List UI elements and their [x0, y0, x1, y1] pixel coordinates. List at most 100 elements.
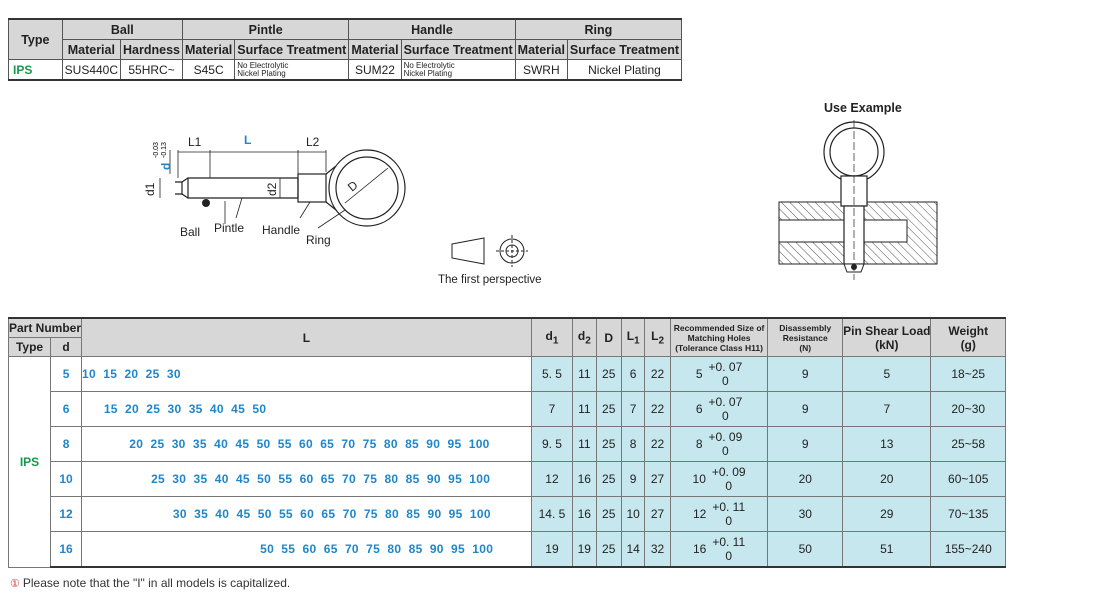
d1-header-sub: 1	[552, 335, 559, 347]
d2-header-sub: 2	[585, 335, 591, 347]
perspective-symbol	[451, 235, 528, 267]
hole-tol-lower: 0	[722, 409, 729, 423]
D-cell: 25	[595, 496, 622, 532]
d2-cell: 19	[572, 531, 597, 568]
d1-cell: 5. 5	[530, 356, 574, 392]
label-handle: Handle	[262, 223, 300, 237]
disassembly-cell: 9	[767, 426, 844, 462]
col-header: Material	[61, 39, 122, 60]
L1-header: L1	[620, 317, 646, 357]
perspective-caption: The first perspective	[438, 274, 542, 286]
d1-header-main: d	[545, 328, 553, 343]
hole-tol-lower: 0	[722, 444, 729, 458]
L1-cell: 14	[620, 531, 646, 568]
shear-cell: 29	[842, 496, 932, 532]
ring-treatment: Nickel Plating	[566, 59, 683, 81]
d-cell: 6	[50, 391, 83, 427]
pintle-material: S45C	[182, 59, 236, 81]
disassembly-cell: 20	[767, 461, 844, 497]
L1-header-sub: 1	[634, 335, 640, 347]
d1-cell: 14. 5	[530, 496, 574, 532]
label-d1: d1	[143, 182, 157, 196]
ring-material: SWRH	[514, 59, 568, 81]
d2-cell: 16	[572, 461, 597, 497]
L2-cell: 22	[644, 426, 671, 462]
hole-tol-lower: 0	[725, 514, 733, 528]
col-header: Material	[348, 39, 402, 60]
L2-header: L2	[644, 317, 671, 357]
D-cell: 25	[595, 531, 622, 568]
weight-cell: 20~30	[930, 391, 1006, 427]
L2-cell: 27	[644, 461, 671, 497]
d2-cell: 11	[572, 356, 597, 392]
holes-header-l2: Matching Holes	[687, 332, 751, 343]
label-d: d	[159, 163, 173, 170]
label-L2: L2	[306, 135, 320, 149]
L-cell: 30 35 40 45 50 55 60 65 70 75 80 85 90 9…	[81, 496, 532, 532]
table-row: 10 25 30 35 40 45 50 55 60 65 70 75 80 8…	[9, 461, 1006, 497]
use-example-title: Use Example	[824, 101, 902, 115]
handle-material: SUM22	[348, 59, 402, 81]
spec-table: Part Number L d1 d2 D L1 L2 Recommended …	[7, 317, 1006, 568]
L2-header-main: L	[651, 328, 659, 343]
d-cell: 5	[50, 356, 83, 392]
handle-treatment-line1: No Electrolytic	[403, 60, 455, 70]
label-pintle: Pintle	[214, 221, 244, 235]
L1-cell: 10	[620, 496, 646, 532]
hole-tol-upper: +0. 11	[712, 500, 746, 514]
label-d-tol-upper: -0.03	[153, 142, 160, 158]
pintle-treatment-line1: No Electrolytic	[237, 60, 289, 70]
d2-cell: 11	[572, 426, 597, 462]
L1-cell: 6	[620, 356, 646, 392]
d-cell: 16	[50, 531, 83, 568]
d1-cell: 9. 5	[530, 426, 574, 462]
D-cell: 25	[595, 391, 622, 427]
group-ball: Ball	[61, 18, 184, 40]
group-handle: Handle	[348, 18, 516, 40]
L-cell: 20 25 30 35 40 45 50 55 60 65 70 75 80 8…	[81, 426, 532, 462]
holes-header-l3: (Tolerance Class H11)	[675, 342, 763, 353]
d2-header-main: d	[577, 328, 586, 343]
disassembly-cell: 30	[767, 496, 844, 532]
weight-header-l2: (g)	[960, 337, 976, 352]
type-header: Type	[8, 18, 63, 60]
shear-header-l2: (kN)	[875, 337, 899, 352]
weight-cell: 25~58	[930, 426, 1006, 462]
ball-shape	[202, 199, 210, 207]
shear-header-l1: Pin Shear Load	[843, 323, 931, 338]
col-header: Hardness	[120, 39, 184, 60]
d1-cell: 12	[530, 461, 574, 497]
table-row: 8 20 25 30 35 40 45 50 55 60 65 70 75 80…	[9, 426, 1006, 462]
dis-header-l1: Disassembly	[779, 322, 832, 333]
shear-cell: 51	[842, 531, 932, 568]
type-cell: IPS	[7, 356, 52, 568]
label-ball: Ball	[180, 225, 200, 239]
label-d-tol-lower: -0.13	[161, 142, 168, 158]
disassembly-cell: 9	[767, 391, 844, 427]
hole-tol-lower: 0	[722, 374, 729, 388]
d-cell: 8	[50, 426, 83, 462]
hole-tol-upper: +0. 09	[711, 465, 746, 479]
part-number-header: Part Number	[7, 317, 83, 338]
D-header: D	[595, 317, 622, 357]
L2-cell: 32	[644, 531, 671, 568]
d1-header: d1	[530, 317, 574, 357]
pintle-treatment-line2: Nickel Plating	[237, 68, 286, 78]
col-header: Surface Treatment	[234, 39, 350, 60]
ball-material: SUS440C	[61, 59, 122, 81]
D-cell: 25	[595, 426, 622, 462]
weight-cell: 70~135	[930, 496, 1006, 532]
use-example-drawing	[778, 120, 938, 280]
